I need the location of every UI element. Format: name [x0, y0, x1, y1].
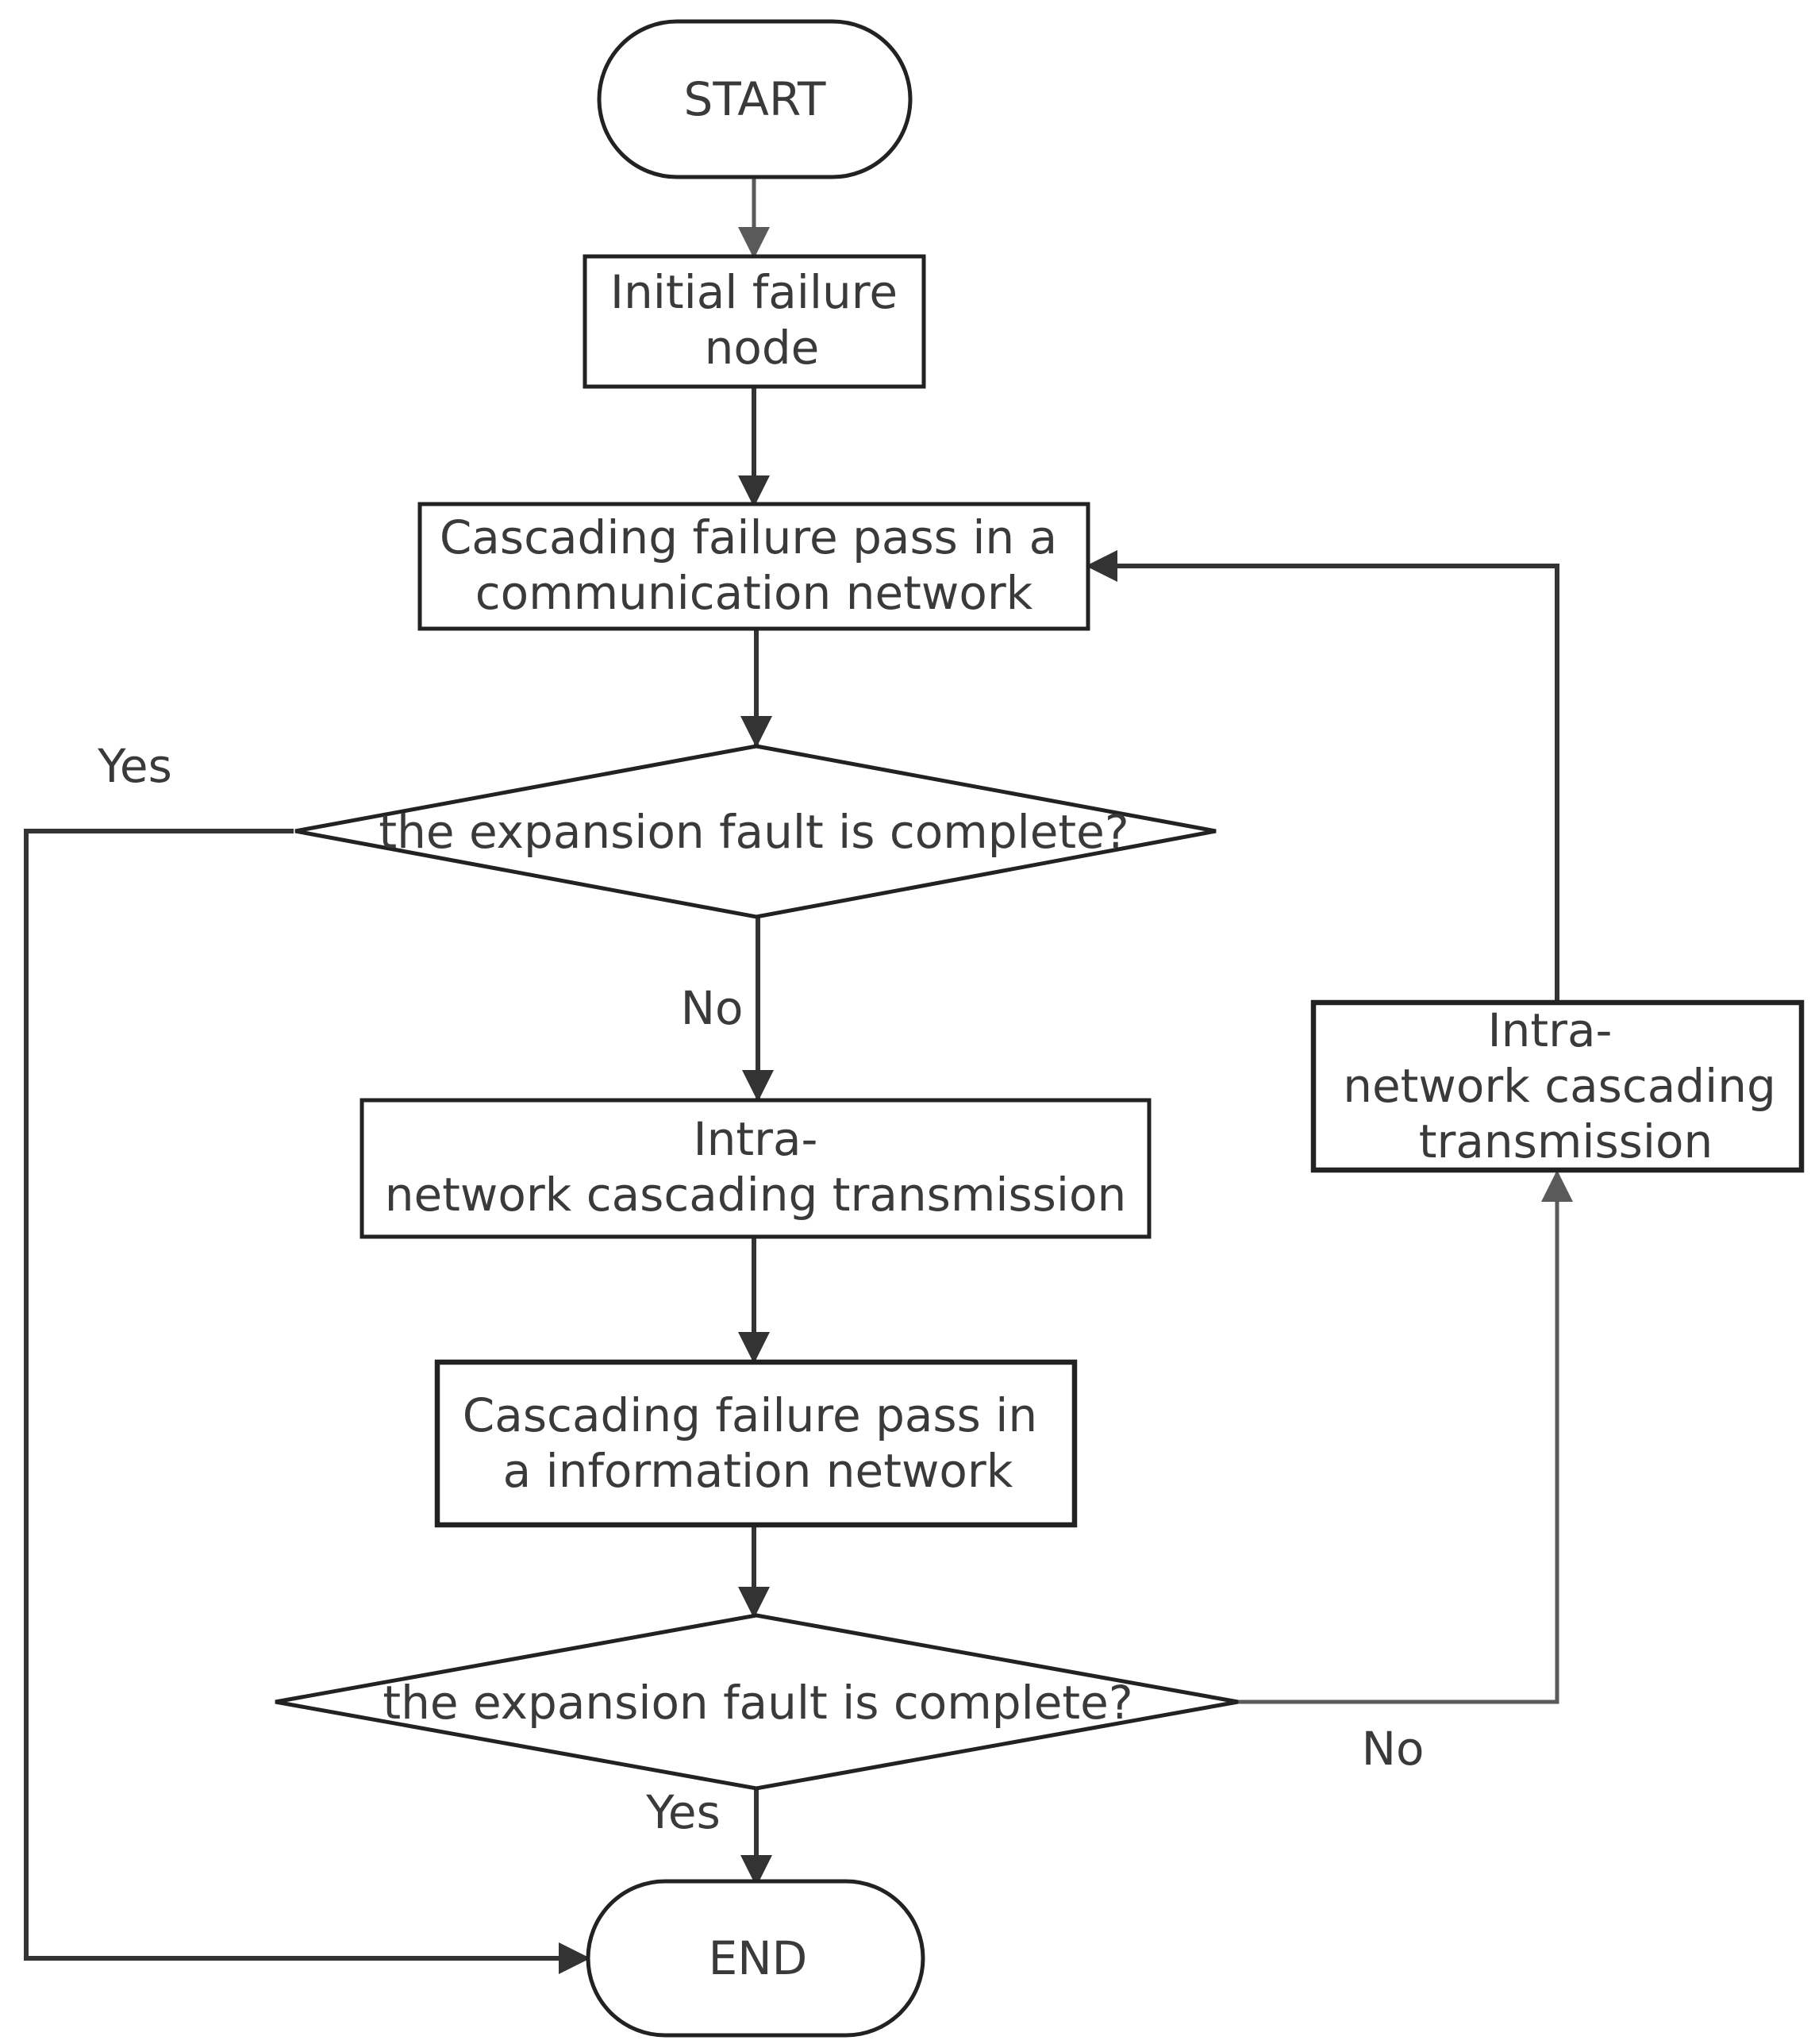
edge-intra-right-to-comm [1086, 550, 1559, 1002]
intra-right-line2: network cascading [1343, 1059, 1776, 1113]
decision2-label: the expansion fault is complete? [383, 1676, 1132, 1730]
info-network-line1: Cascading failure pass in [463, 1388, 1037, 1442]
decision1-node: the expansion fault is complete? [294, 744, 1217, 919]
comm-network-line1: Cascading failure pass in a [440, 510, 1057, 564]
info-network-line2: a information network [503, 1444, 1013, 1498]
intra-right-line3: transmission [1419, 1114, 1713, 1168]
end-node: END [586, 1879, 925, 2038]
intra-center-line2: network cascading transmission [385, 1168, 1127, 1222]
intra-network-right-node: Intra- network cascading transmission [1310, 999, 1805, 1173]
decision2-yes-label: Yes [645, 1785, 721, 1839]
initial-failure-node: Initial failure node [583, 254, 926, 389]
edge-decision1-yes [24, 829, 590, 1974]
end-label: END [709, 1931, 808, 1985]
intra-center-line1: Intra- [694, 1112, 818, 1166]
initial-failure-line1: Initial failure [610, 265, 898, 319]
intra-network-center-node: Intra- network cascading transmission [360, 1098, 1152, 1239]
decision1-no-label: No [681, 981, 744, 1035]
start-node: START [597, 19, 913, 179]
intra-right-line1: Intra- [1488, 1003, 1613, 1057]
initial-failure-line2: node [705, 321, 820, 375]
decision2-node: the expansion fault is complete? [275, 1613, 1239, 1791]
decision2-no-label: No [1362, 1722, 1425, 1776]
start-label: START [684, 72, 826, 126]
comm-network-node: Cascading failure pass in a communicatio… [417, 502, 1090, 631]
edge-decision2-no [1238, 1170, 1573, 1704]
comm-network-line2: communication network [475, 566, 1033, 620]
decision1-yes-label: Yes [97, 739, 172, 793]
decision1-label: the expansion fault is complete? [379, 805, 1129, 859]
info-network-node: Cascading failure pass in a information … [434, 1359, 1078, 1528]
